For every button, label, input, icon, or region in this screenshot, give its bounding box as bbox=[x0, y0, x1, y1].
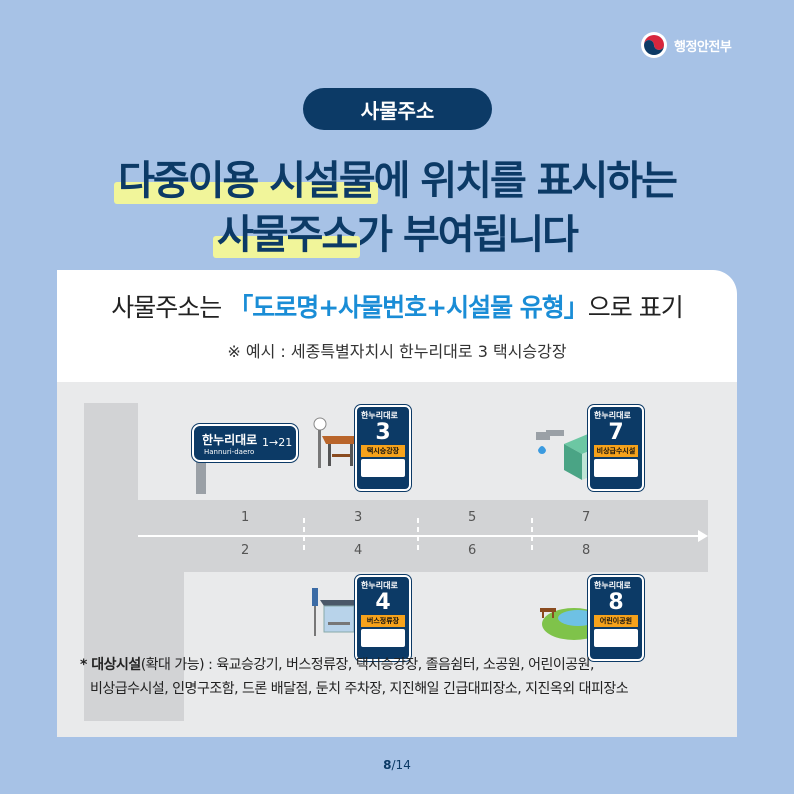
card-title: 사물주소는 「도로명+사물번호+시설물 유형」으로 표기 bbox=[0, 288, 794, 324]
even-number: 2 bbox=[241, 543, 250, 558]
card-title-accent: 「도로명+사물번호+시설물 유형」 bbox=[228, 293, 589, 322]
footnote-line-1-text: (확대 가능) : 육교승강기, 버스정류장, 택시승강장, 졸음쉼터, 소공원… bbox=[140, 657, 595, 673]
facility-sign-number: 4 bbox=[375, 590, 391, 615]
page-current: 8 bbox=[383, 758, 392, 772]
facility-sign: 한누리대로 4 버스정류장 bbox=[355, 575, 411, 661]
facility-sign-type: 어린이공원 bbox=[594, 615, 638, 627]
facility-sign-note bbox=[361, 459, 405, 477]
road-name-sign: 한누리대로 Hannuri-daero 1→21 bbox=[192, 424, 298, 462]
facility-sign-type: 택시승강장 bbox=[361, 445, 405, 457]
odd-number: 7 bbox=[582, 510, 591, 525]
facility-sign-note bbox=[594, 459, 638, 477]
odd-number: 1 bbox=[241, 510, 250, 525]
card-header bbox=[57, 270, 737, 382]
headline-rest-1: 에 위치를 표시하는 bbox=[373, 158, 678, 204]
odd-number: 5 bbox=[468, 510, 477, 525]
facility-sign-road: 한누리대로 bbox=[594, 581, 631, 590]
facility-sign-road: 한누리대로 bbox=[361, 411, 398, 420]
footnote-line-2: 비상급수시설, 인명구조함, 드론 배달점, 둔치 주차장, 지진해일 긴급대피… bbox=[90, 681, 629, 697]
facility-sign: 한누리대로 8 어린이공원 bbox=[588, 575, 644, 661]
card-title-suffix: 으로 표기 bbox=[587, 293, 684, 322]
bus-stop-icon bbox=[312, 588, 360, 636]
facility-sign-number: 8 bbox=[608, 590, 624, 615]
page-total: /14 bbox=[391, 758, 411, 772]
taxi-stand-icon bbox=[313, 417, 358, 468]
target-facilities-note: * 대상시설(확대 가능) : 육교승강기, 버스정류장, 택시승강장, 졸음쉼… bbox=[80, 653, 629, 701]
facility-sign-note bbox=[594, 629, 638, 647]
facility-sign-road: 한누리대로 bbox=[594, 411, 631, 420]
even-number: 6 bbox=[468, 543, 477, 558]
brand-name: 행정안전부 bbox=[674, 39, 732, 55]
facility-sign-road: 한누리대로 bbox=[361, 581, 398, 590]
headline-rest-2: 가 부여됩니다 bbox=[356, 212, 579, 258]
footnote-line-1: * 대상시설(확대 가능) : 육교승강기, 버스정류장, 택시승강장, 졸음쉼… bbox=[80, 653, 628, 677]
facility-sign: 한누리대로 7 비상급수시설 bbox=[588, 405, 644, 491]
facility-sign-number: 7 bbox=[608, 420, 624, 445]
even-number: 8 bbox=[582, 543, 591, 558]
footnote-label: * 대상시설 bbox=[80, 657, 141, 673]
headline-highlight-1: 다중이용 시설물 bbox=[114, 148, 378, 206]
facility-sign-number: 3 bbox=[375, 420, 391, 445]
road-sign-english: Hannuri-daero bbox=[204, 448, 255, 456]
facility-sign: 한누리대로 3 택시승강장 bbox=[355, 405, 411, 491]
facility-sign-type: 비상급수시설 bbox=[594, 445, 638, 457]
road-sign-name: 한누리대로 bbox=[202, 433, 258, 447]
card-title-prefix: 사물주소는 bbox=[111, 293, 229, 322]
even-number: 4 bbox=[354, 543, 363, 558]
odd-number: 3 bbox=[354, 510, 363, 525]
brand: 행정안전부 bbox=[640, 31, 732, 59]
headline-highlight-2: 사물주소 bbox=[213, 202, 361, 260]
headline-line-1: 다중이용 시설물에 위치를 표시하는 bbox=[0, 148, 794, 206]
road-sign-pole bbox=[196, 462, 206, 494]
road-vertical bbox=[84, 403, 138, 721]
road-sign-range: 1→21 bbox=[262, 436, 293, 449]
topic-pill: 사물주소 bbox=[303, 88, 492, 130]
headline-line-2: 사물주소가 부여됩니다 bbox=[0, 202, 794, 260]
card-example: ※ 예시 : 세종특별자치시 한누리대로 3 택시승강장 bbox=[227, 342, 567, 361]
page-indicator: 8/14 bbox=[0, 758, 794, 772]
facility-sign-type: 버스정류장 bbox=[361, 615, 405, 627]
facility-sign-note bbox=[361, 629, 405, 647]
road-direction-arrow bbox=[138, 518, 708, 554]
government-logo-icon bbox=[641, 32, 667, 58]
